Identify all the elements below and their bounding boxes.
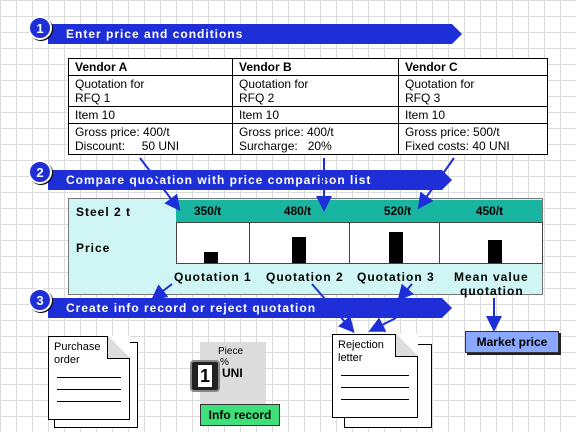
rfq-number: RFQ 2 (239, 91, 275, 105)
ruled-line (57, 389, 121, 390)
purchase-order-document: Purchase order (48, 336, 130, 420)
condition: Surcharge: 20% (239, 139, 332, 153)
market-price-box: Market price (465, 331, 559, 353)
vendor-conditions: Gross price: 400/t Surcharge: 20% (233, 124, 413, 154)
price-row-label: Price (76, 241, 111, 255)
vendor-name: Vendor A (69, 59, 249, 76)
purchase-order-label-2: order (54, 354, 80, 366)
step-3-bar: Create info record or reject quotation (48, 298, 452, 318)
ruled-line (341, 375, 409, 376)
vendor-quotation: Quotation for RFQ 1 (69, 76, 249, 107)
gross-price: Gross price: 500/t (405, 125, 500, 139)
gross-price: Gross price: 400/t (75, 125, 170, 139)
quotation-2-label: Quotation 2 (266, 270, 344, 284)
step-3-label: Create info record or reject quotation (66, 301, 317, 315)
step-3-number: 3 (28, 288, 52, 312)
info-record-box: Info record (200, 404, 280, 426)
page-fold (107, 336, 130, 359)
quotation-3-label: Quotation 3 (357, 270, 435, 284)
price-bar-4 (488, 240, 502, 263)
page-fold (395, 334, 418, 357)
price-bar-3 (389, 232, 403, 263)
market-price-label: Market price (476, 335, 548, 349)
vendor-c-card: Vendor C Quotation for RFQ 3 Item 10 Gro… (398, 58, 548, 155)
condition: Discount: 50 UNI (75, 139, 180, 153)
step-2-bar: Compare quotation with price comparison … (48, 170, 452, 190)
quotation-for: Quotation for (75, 77, 145, 91)
vendor-quotation: Quotation for RFQ 3 (399, 76, 547, 107)
arrow-vendor-c-to-compare (417, 157, 455, 210)
price-cell-2: 480/t (283, 204, 312, 218)
ruled-line (341, 387, 409, 388)
vendor-item: Item 10 (233, 107, 413, 124)
rejection-label: Rejection (338, 339, 384, 351)
arrow-q3-to-step3 (397, 283, 414, 302)
arrow-step3-to-rejection (368, 317, 397, 332)
price-bar-1 (204, 252, 218, 263)
mean-value-label: Mean value (454, 270, 529, 284)
arrow-q1-to-step3 (150, 283, 173, 301)
vendor-quotation: Quotation for RFQ 2 (233, 76, 413, 107)
info-record-icon: 1 (190, 360, 220, 392)
price-cell-3: 520/t (383, 204, 412, 218)
info-record-label: Info record (208, 408, 272, 422)
info-record-piece: Piece (218, 346, 244, 357)
bar-divider (439, 223, 440, 263)
bar-divider (249, 223, 250, 263)
quotation-1-label: Quotation 1 (174, 270, 252, 284)
quotation-for: Quotation for (405, 77, 475, 91)
vendor-a-card: Vendor A Quotation for RFQ 1 Item 10 Gro… (68, 58, 250, 155)
price-bar-area (176, 222, 543, 264)
info-record-uni: UNI (222, 366, 243, 380)
vendor-item: Item 10 (399, 107, 547, 124)
ruled-line (57, 377, 121, 378)
rejection-label-2: letter (338, 352, 363, 364)
step-2-number: 2 (28, 160, 52, 184)
step-2-label: Compare quotation with price comparison … (66, 173, 372, 187)
gross-price: Gross price: 400/t (239, 125, 334, 139)
vendor-name: Vendor C (399, 59, 547, 76)
rfq-number: RFQ 3 (405, 91, 441, 105)
price-cell-4: 450/t (475, 204, 504, 218)
price-header-row (176, 200, 542, 222)
rfq-number: RFQ 1 (75, 91, 111, 105)
ruled-line (57, 401, 121, 402)
rejection-letter-document: Rejection letter (332, 334, 418, 418)
material-label: Steel 2 t (76, 205, 132, 219)
price-cell-1: 350/t (193, 204, 222, 218)
vendor-b-card: Vendor B Quotation for RFQ 2 Item 10 Gro… (232, 58, 414, 155)
ruled-line (341, 399, 409, 400)
vendor-name: Vendor B (233, 59, 413, 76)
info-record-number: 1 (198, 365, 212, 387)
mean-value-label-2: quotation (460, 284, 524, 298)
step-1-bar: Enter price and conditions (48, 24, 462, 44)
vendor-item: Item 10 (69, 107, 249, 124)
arrow-q2-to-rejection (311, 283, 355, 334)
vendor-conditions: Gross price: 400/t Discount: 50 UNI (69, 124, 249, 154)
info-record-pct: % (220, 357, 229, 368)
price-bar-2 (292, 237, 306, 263)
condition: Fixed costs: 40 UNI (405, 139, 510, 153)
quotation-for: Quotation for (239, 77, 309, 91)
arrow-vendor-a-to-compare (139, 157, 181, 212)
bar-divider (349, 223, 350, 263)
step-1-label: Enter price and conditions (66, 27, 244, 41)
purchase-order-label: Purchase (54, 341, 101, 353)
vendor-conditions: Gross price: 500/t Fixed costs: 40 UNI (399, 124, 547, 154)
step-1-number: 1 (28, 16, 52, 40)
